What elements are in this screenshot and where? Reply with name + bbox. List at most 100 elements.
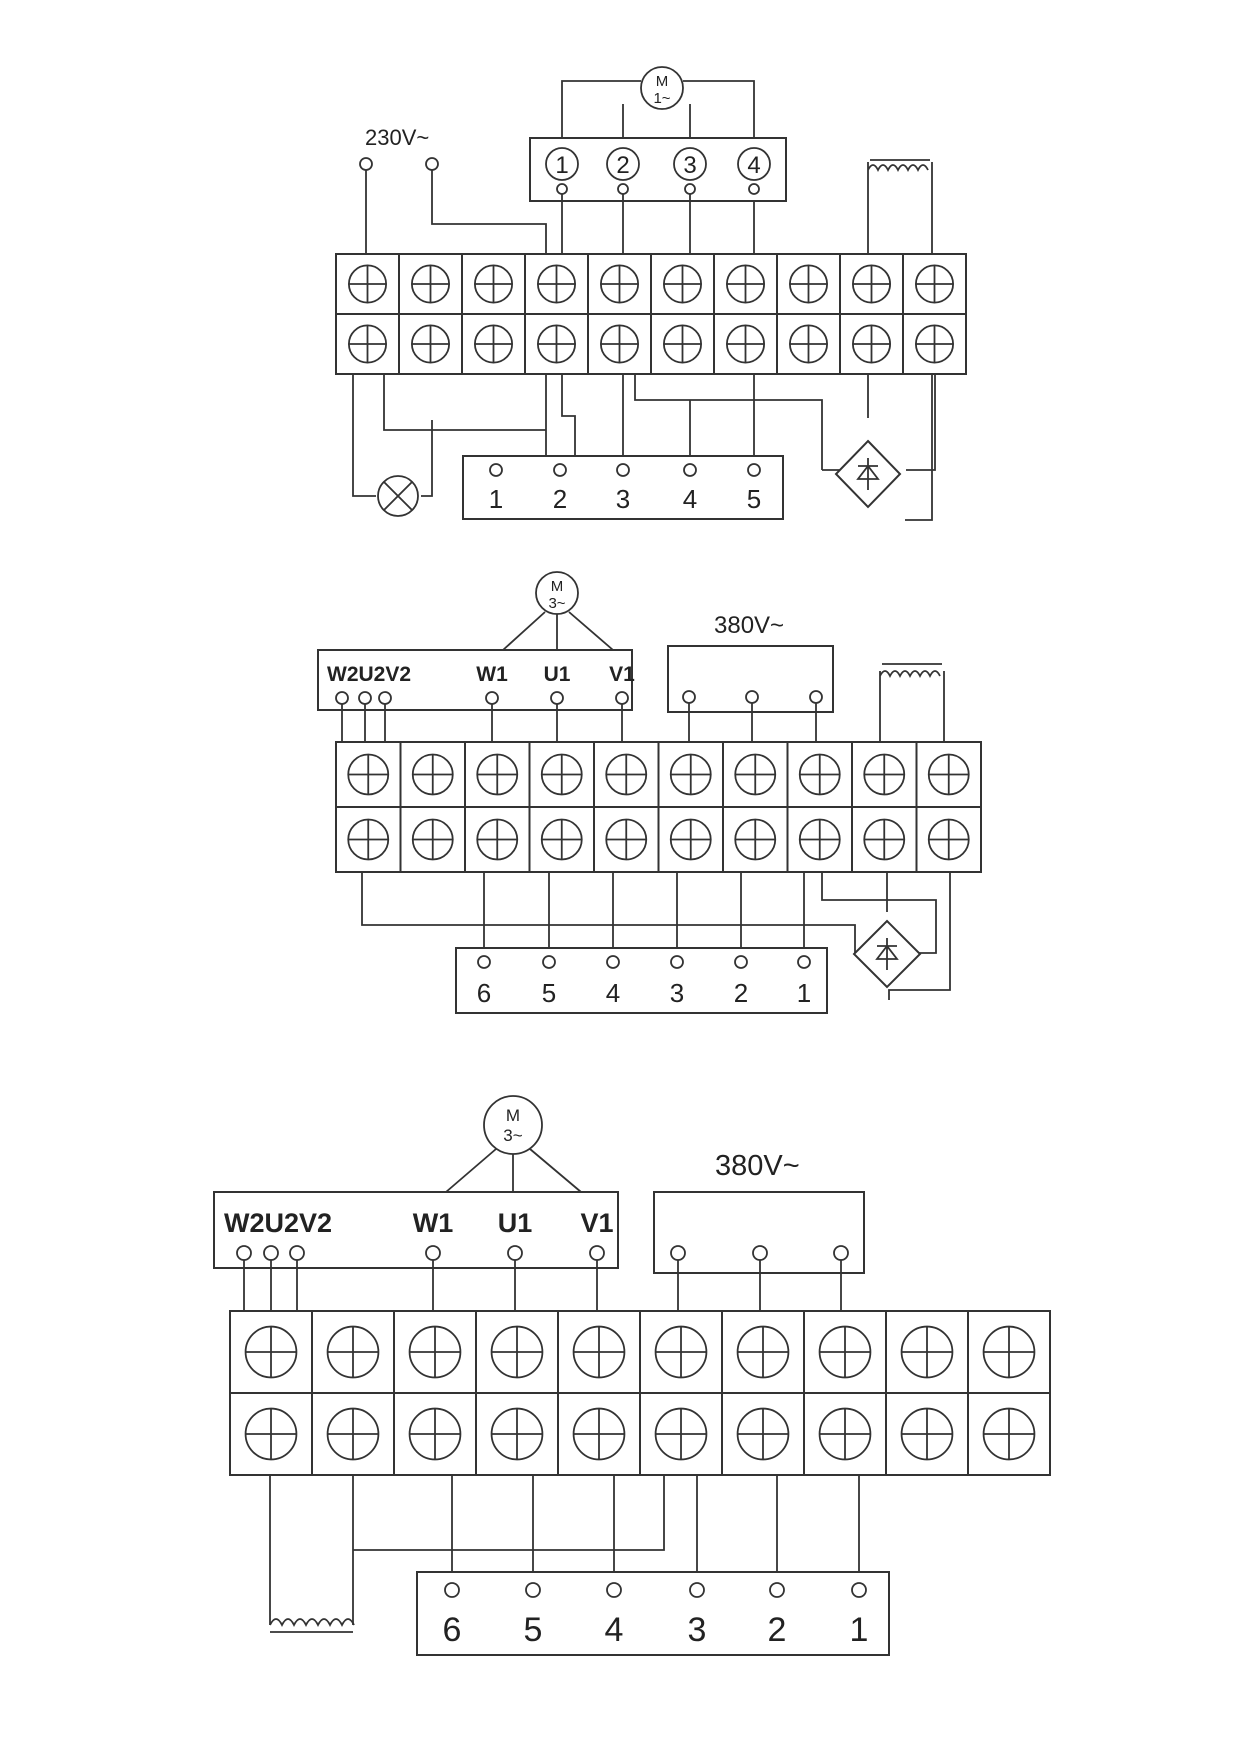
screw-cross: [491, 1326, 543, 1378]
screw-cross: [606, 754, 647, 795]
motor-phase: 1~: [653, 90, 670, 107]
terminal-cell: [393, 1392, 477, 1476]
terminal-strip: [335, 741, 982, 873]
connector-pin: 2: [768, 1611, 787, 1649]
screw-cross: [655, 1408, 707, 1460]
screw-cross: [726, 265, 765, 303]
control-connector: 1 2 3 4 5: [462, 455, 784, 520]
connector-pin: 2: [553, 484, 567, 514]
screw-cross: [789, 325, 828, 363]
screw-cross: [573, 1408, 625, 1460]
screw-cross: [348, 754, 389, 795]
connector-pin: 6: [443, 1611, 462, 1649]
motor-terminal-u1: U1: [498, 1208, 533, 1238]
screw-cross: [606, 819, 647, 860]
motor-terminal-star: W2U2V2: [327, 663, 411, 686]
screw-cross: [799, 819, 840, 860]
connector-pin: 5: [542, 978, 556, 1008]
screw-cross: [789, 265, 828, 303]
screw-cross: [983, 1408, 1035, 1460]
screw-cross: [864, 754, 905, 795]
screw-cross: [541, 819, 582, 860]
motor-terminal-w1: W1: [476, 663, 508, 686]
motor-terminal-2: 2: [616, 152, 629, 179]
screw-cross: [737, 1408, 789, 1460]
supply-voltage-label: 380V~: [715, 1150, 800, 1182]
brake-coil: [879, 663, 945, 742]
motor-label: M: [506, 1106, 520, 1125]
screw-cross: [477, 754, 518, 795]
screw-cross: [670, 819, 711, 860]
motor-phase: 3~: [503, 1126, 522, 1145]
screw-cross: [491, 1408, 543, 1460]
connector-pin: 1: [850, 1611, 869, 1649]
screw-cross: [409, 1408, 461, 1460]
screw-cross: [348, 325, 387, 363]
screw-cross: [245, 1408, 297, 1460]
connector-pin: 3: [616, 484, 630, 514]
screw-cross: [537, 325, 576, 363]
screw-cross: [915, 325, 954, 363]
brake-coil: [269, 1618, 355, 1633]
connector-pin: 2: [734, 978, 748, 1008]
diagram-three-phase-rectifier: M 3~ W2U2V2 W1 U1 V1 380V~: [317, 571, 982, 1014]
supply-terminal-box: [653, 1191, 865, 1274]
motor-terminal-v1: V1: [580, 1208, 613, 1238]
connector-pin: 1: [489, 484, 503, 514]
motor-label: M: [551, 578, 564, 595]
screw-cross: [327, 1408, 379, 1460]
connector-pin: 4: [606, 978, 620, 1008]
screw-cross: [799, 754, 840, 795]
connector-pin: 3: [670, 978, 684, 1008]
screw-cross: [663, 265, 702, 303]
screw-cross: [670, 754, 711, 795]
screw-cross: [983, 1326, 1035, 1378]
motor-label: M: [656, 73, 669, 90]
connector-pin: 5: [747, 484, 761, 514]
motor-symbol: M 3~: [483, 1095, 543, 1155]
supply-voltage-label: 230V~: [365, 125, 429, 150]
screw-cross: [541, 754, 582, 795]
motor-terminal-v1: V1: [609, 663, 635, 686]
terminal-strip: [229, 1310, 1051, 1476]
screw-cross: [819, 1326, 871, 1378]
screw-cross: [474, 325, 513, 363]
screw-cross: [901, 1326, 953, 1378]
connector-pin: 4: [605, 1611, 624, 1649]
screw-cross: [537, 265, 576, 303]
control-connector: 6 5 4 3 2 1: [416, 1571, 890, 1656]
diagram-three-phase-brake: M 3~ W2U2V2 W1 U1 V1 380V~: [213, 1095, 1051, 1656]
motor-phase: 3~: [548, 595, 565, 612]
terminal-strip: [335, 253, 967, 375]
screw-cross: [819, 1408, 871, 1460]
motor-terminal-3: 3: [683, 152, 696, 179]
screw-cross: [409, 1326, 461, 1378]
screw-cross: [412, 819, 453, 860]
supply-terminal-box: [667, 645, 834, 713]
screw-cross: [412, 754, 453, 795]
connector-pin: 1: [797, 978, 811, 1008]
screw-cross: [411, 265, 450, 303]
supply-terminal-n: [425, 157, 439, 171]
screw-cross: [901, 1408, 953, 1460]
brake-coil: [867, 159, 933, 254]
connector-pin: 4: [683, 484, 697, 514]
terminal-cell: [335, 806, 402, 873]
motor-terminal-u1: U1: [544, 663, 571, 686]
screw-cross: [474, 265, 513, 303]
connector-pin: 6: [477, 978, 491, 1008]
screw-cross: [915, 265, 954, 303]
terminal-cell: [524, 253, 589, 315]
screw-cross: [655, 1326, 707, 1378]
screw-cross: [737, 1326, 789, 1378]
motor-terminal-4: 4: [747, 152, 760, 179]
screw-cross: [411, 325, 450, 363]
control-connector: 6 5 4 3 2 1: [455, 947, 828, 1014]
motor-symbol: M 3~: [535, 571, 579, 615]
screw-cross: [573, 1326, 625, 1378]
screw-cross: [663, 325, 702, 363]
motor-terminal-1: 1: [555, 152, 568, 179]
screw-cross: [735, 819, 776, 860]
screw-cross: [477, 819, 518, 860]
